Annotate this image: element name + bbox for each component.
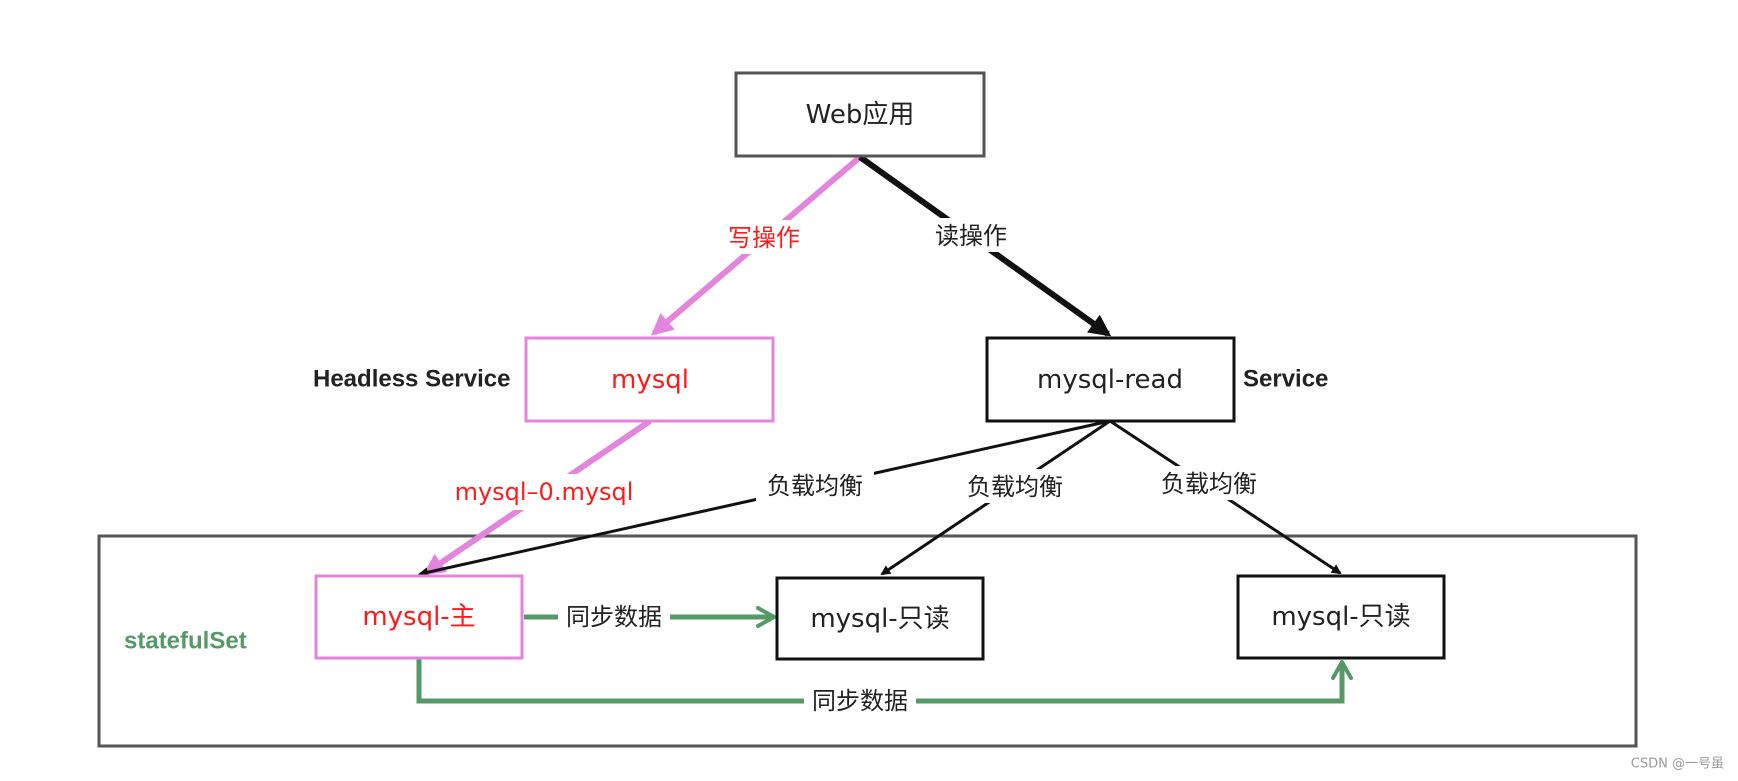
mysql-master-node: mysql-主 — [314, 574, 524, 660]
load-balance-label-1: 负载均衡 — [767, 472, 863, 500]
mysql-headless-label: mysql — [611, 365, 689, 395]
watermark-text: CSDN @一号虽 — [1631, 757, 1724, 772]
mysql-headless-node: mysql — [524, 336, 775, 423]
mysql-readonly-label-2: mysql-只读 — [1271, 602, 1410, 632]
headless-service-label: Headless Service — [313, 366, 510, 393]
mysql-read-label: mysql-read — [1037, 365, 1183, 395]
mysql-dns-label: mysql–0.mysql — [455, 478, 634, 506]
mysql-master-label: mysql-主 — [362, 602, 475, 632]
read-op-label: 读操作 — [935, 222, 1007, 250]
statefulset-label: statefulSet — [124, 628, 247, 655]
mysql-read-node: mysql-read — [985, 336, 1236, 423]
sync-label-1: 同步数据 — [566, 603, 662, 631]
load-balance-label-2: 负载均衡 — [967, 473, 1063, 501]
sync-label-2: 同步数据 — [812, 687, 908, 715]
write-op-label: 写操作 — [728, 224, 800, 252]
web-app-node: Web应用 — [734, 71, 986, 158]
mysql-readonly-node-1: mysql-只读 — [775, 576, 985, 661]
load-balance-label-3: 负载均衡 — [1161, 470, 1257, 498]
web-app-label: Web应用 — [806, 100, 915, 130]
mysql-readonly-node-2: mysql-只读 — [1236, 574, 1446, 660]
mysql-readonly-label-1: mysql-只读 — [810, 604, 949, 634]
service-label: Service — [1243, 366, 1328, 393]
statefulset-frame — [97, 534, 1638, 748]
